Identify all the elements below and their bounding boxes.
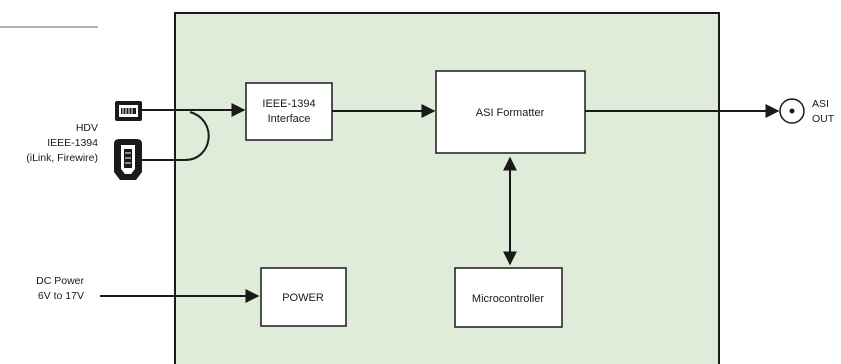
- asi-formatter-label: ASI Formatter: [476, 107, 545, 119]
- asi-out-label: ASI OUT: [812, 98, 835, 125]
- ieee-1394-interface-block: IEEE-1394 Interface: [245, 82, 333, 141]
- power-block: POWER: [260, 267, 347, 327]
- ieee-interface-label-line1: IEEE-1394: [262, 98, 315, 110]
- dc-power-label-line2: 6V to 17V: [38, 290, 84, 302]
- hdv-label-line2: IEEE-1394: [47, 137, 98, 149]
- firewire-6pin-wire: [142, 111, 210, 161]
- hdv-input-label: HDV IEEE-1394 (iLink, Firewire): [26, 122, 98, 164]
- hdv-label-line3: (iLink, Firewire): [26, 152, 98, 164]
- dc-power-label-line1: DC Power: [36, 275, 84, 287]
- asi-formatter-block: ASI Formatter: [435, 70, 586, 154]
- board-enclosure: [174, 12, 720, 364]
- firewire-6pin-icon: [114, 139, 142, 180]
- asi-out-label-line1: ASI: [812, 98, 829, 110]
- asi-out-label-line2: OUT: [812, 113, 835, 125]
- dc-power-input-label: DC Power 6V to 17V: [36, 275, 84, 302]
- microcontroller-label: Microcontroller: [472, 293, 544, 305]
- ieee-interface-label-line2: Interface: [268, 113, 311, 125]
- microcontroller-block: Microcontroller: [454, 267, 563, 328]
- firewire-4pin-icon: [115, 101, 142, 121]
- power-label: POWER: [282, 292, 324, 304]
- bnc-connector-icon: [779, 98, 805, 124]
- hdv-label-line1: HDV: [76, 122, 98, 134]
